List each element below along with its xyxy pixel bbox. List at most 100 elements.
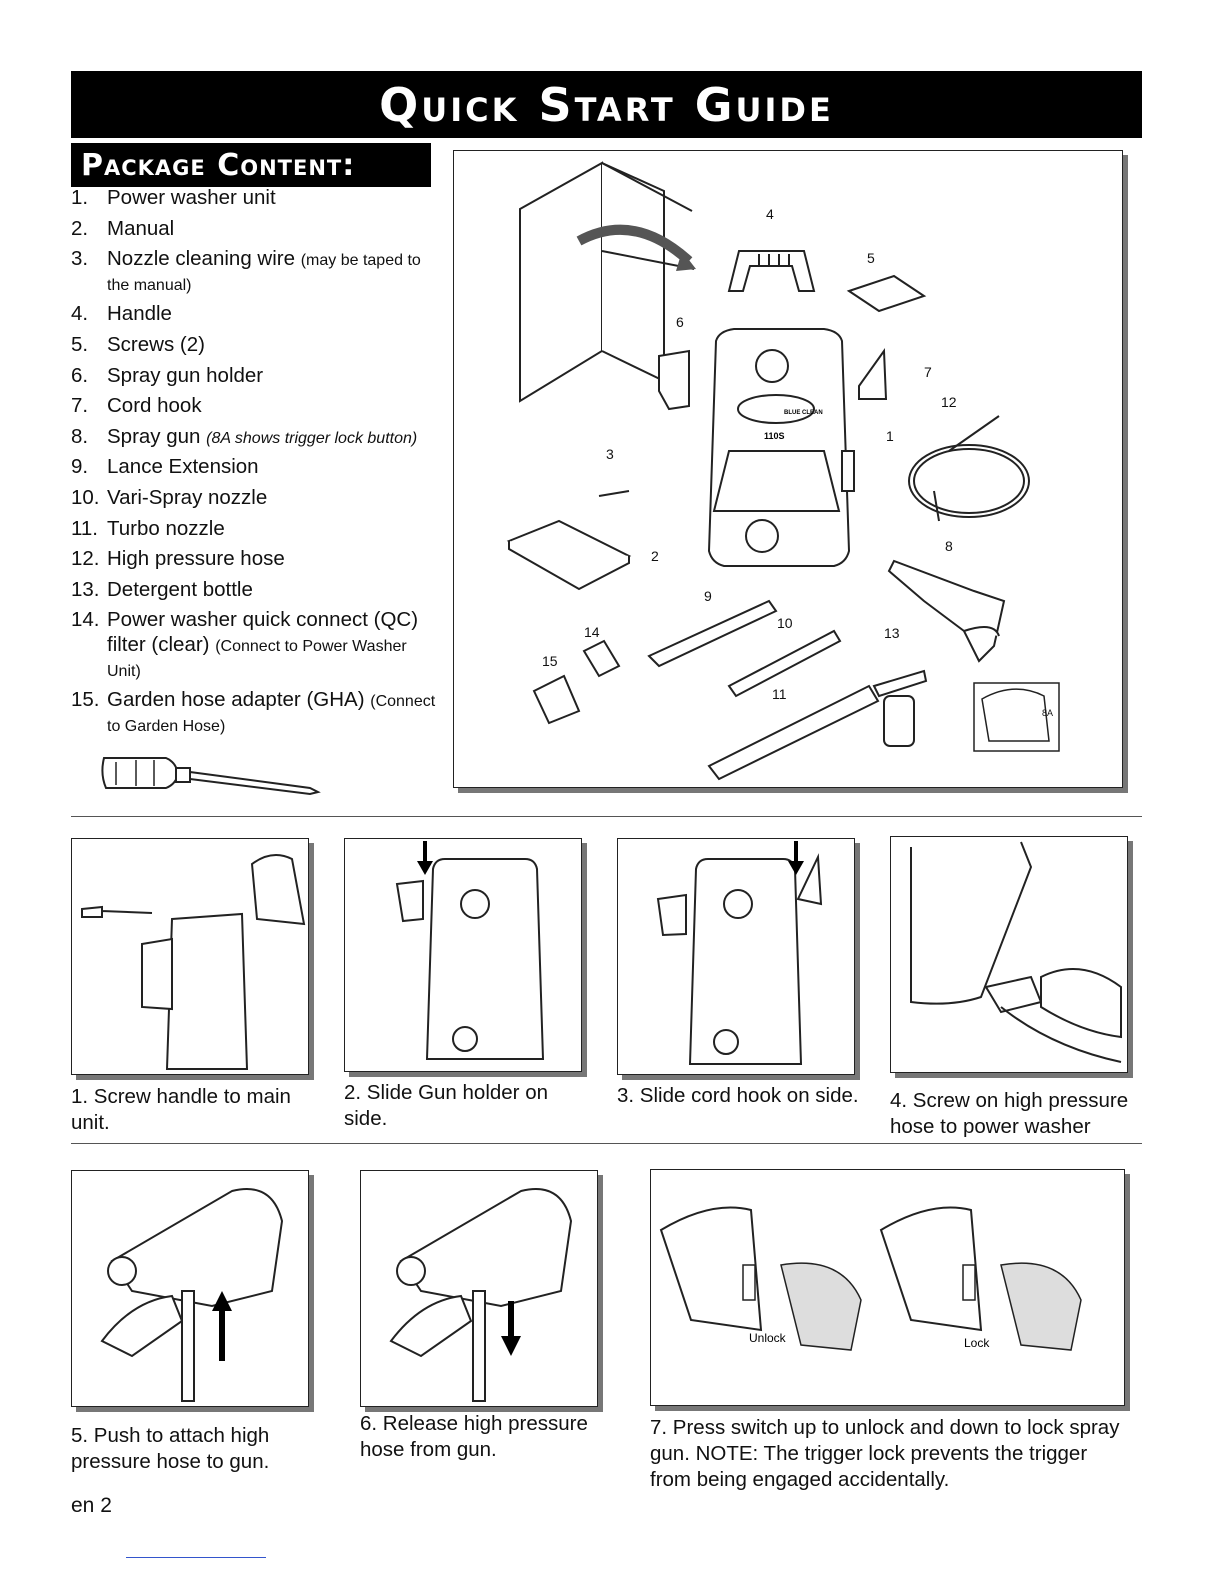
package-item-number: 10. [71,485,100,509]
handle-part [727,250,816,292]
package-item-text: Turbo nozzle [107,516,225,540]
detergent-bottle-part [872,669,928,747]
step-6-caption: 6. Release high pressure hose from gun. [360,1412,588,1462]
section-divider [71,1143,1142,1144]
cleaning-wire-part [598,490,630,497]
section-divider [71,816,1142,817]
step-1-image [71,838,309,1075]
spray-gun-part [887,559,1006,663]
high-pressure-hose-part [908,415,1030,522]
step-5-image [71,1170,309,1407]
label-5: 5 [867,250,875,266]
package-item-number: 13. [71,577,100,601]
label-4: 4 [766,206,774,222]
label-15: 15 [542,653,558,669]
manual-part [506,519,632,591]
brand-label: BLUE CLEAN [784,410,823,416]
package-item: 12. High pressure hose [71,547,436,572]
label-11: 11 [772,686,787,702]
package-item-number: 9. [71,455,89,479]
parts-diagram-panel: 110S BLUE CLEAN [453,150,1123,788]
package-item-number: 7. [71,394,89,418]
label-7: 7 [924,364,932,380]
qc-filter-part [582,639,621,678]
package-item: 15. Garden hose adapter (GHA) (Connect to… [71,688,436,737]
unbox-arrow-icon [576,224,693,265]
package-box-drawing [519,161,695,403]
step-4-image [890,836,1128,1073]
package-item-text: Spray gun [107,424,201,448]
page-title: Quick Start Guide [71,71,1142,138]
cord-hook-part [858,348,888,400]
package-content-list: 1. Power washer unit 2. Manual 3. Nozzle clea… [71,186,436,743]
label-8a: 8A [1042,708,1053,718]
unlock-label: Unlock [749,1331,787,1345]
package-item: 7. Cord hook [71,394,436,419]
package-item-number: 4. [71,302,89,326]
package-item-number: 8. [71,424,89,448]
package-item-text: Garden hose adapter (GHA) [107,688,365,712]
package-item: 4. Handle [71,302,436,327]
package-item-note: (8A shows trigger lock button) [206,429,418,447]
package-item-text: Spray gun holder [107,363,264,387]
package-item-note: (Connect to Garden Hose) [107,693,436,735]
label-3: 3 [606,446,614,462]
power-washer-unit [707,328,855,567]
turbo-nozzle-part [707,684,880,781]
step-6-image [360,1170,598,1407]
package-item-text: Cord hook [107,394,202,418]
step-5-caption: 5. Push to attach high pressure hose to … [71,1424,270,1474]
package-item-text: Screws (2) [107,332,205,356]
package-item-number: 2. [71,216,89,240]
package-item: 6. Spray gun holder [71,364,436,389]
package-item-number: 12. [71,547,100,571]
package-item: 13. Detergent bottle [71,578,436,603]
label-10: 10 [777,615,793,631]
package-item: 9. Lance Extension [71,455,436,480]
package-item-text: Detergent bottle [107,577,253,601]
label-12: 12 [941,394,957,410]
package-item-number: 15. [71,688,100,712]
model-label: 110S [764,431,785,441]
package-item: 10.Vari-Spray nozzle [71,486,436,511]
package-item-text: Handle [107,302,172,326]
package-item-number: 14. [71,608,100,632]
package-item: 5. Screws (2) [71,333,436,358]
label-1: 1 [886,428,894,444]
package-item-number: 6. [71,363,89,387]
package-item-number: 3. [71,247,89,271]
step-4-caption: 4. Screw on high pressure hose to power … [890,1089,1129,1139]
label-2: 2 [651,548,659,564]
package-item-number: 5. [71,332,89,356]
package-item-text: Power washer quick connect (QC) filter (… [107,608,419,656]
package-item: 14. Power washer quick connect (QC) filte… [71,608,436,682]
package-item-text: Nozzle cleaning wire [107,247,296,271]
step-2-caption: 2. Slide Gun holder on side. [344,1081,548,1131]
screwdriver-illustration [101,757,321,796]
package-item-text: High pressure hose [107,547,285,571]
step-7-caption: 7. Press switch up to unlock and down to… [650,1416,1120,1492]
label-14: 14 [584,624,600,640]
step-3-image [617,838,855,1075]
package-item: 11. Turbo nozzle [71,517,436,542]
package-item: 8. Spray gun (8A shows trigger lock butto… [71,425,436,450]
parts-diagram: 110S BLUE CLEAN [506,161,1060,781]
screws-bag [846,274,927,313]
package-item-text: Manual [107,216,175,240]
lance-extension-part [647,599,778,668]
step-7-image: Unlock Lock [650,1169,1125,1406]
vari-spray-nozzle-part [727,629,842,698]
package-item: 3. Nozzle cleaning wire (may be taped to … [71,247,436,296]
garden-hose-adapter-part [532,674,581,725]
package-item-note: (may be taped to the manual) [107,252,421,294]
footer-line [126,1557,266,1558]
label-6: 6 [676,314,684,330]
label-13: 13 [884,625,900,641]
package-item-text: Lance Extension [107,455,259,479]
label-8: 8 [945,538,953,554]
package-item: 1. Power washer unit [71,186,436,211]
step-2-image [344,838,582,1072]
package-item-number: 1. [71,186,89,209]
package-item-text: Power washer unit [107,186,276,209]
package-item-number: 11. [71,516,98,540]
